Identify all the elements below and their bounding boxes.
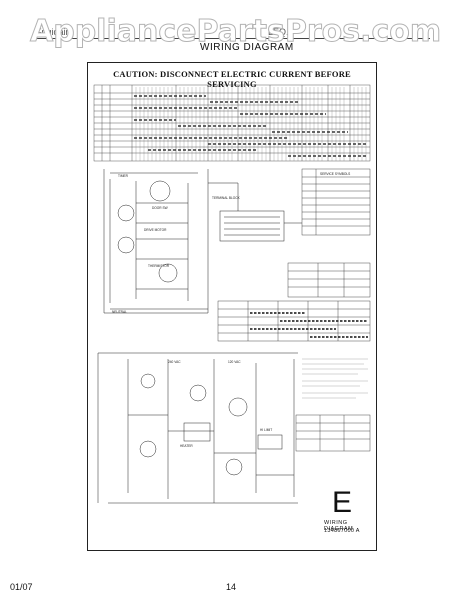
svg-text:DOOR SW: DOOR SW (152, 206, 168, 210)
svg-text:DRIVE MOTOR: DRIVE MOTOR (144, 228, 167, 232)
notes-block (302, 358, 368, 399)
svg-text:TERMINAL BLOCK: TERMINAL BLOCK (212, 196, 241, 200)
diagram-number: 134867000 A (324, 528, 360, 534)
svg-text:120 VAC: 120 VAC (228, 360, 241, 364)
fabric-selector-table (295, 414, 371, 452)
caution-banner: CAUTION: DISCONNECT ELECTRIC CURRENT BEF… (113, 69, 351, 89)
svg-text:NEUTRAL: NEUTRAL (112, 310, 127, 314)
svg-text:HEATER: HEATER (180, 444, 193, 448)
svg-text:THERMISTOR: THERMISTOR (148, 264, 170, 268)
diagram-letter: E (332, 486, 353, 519)
page-title: WIRING DIAGRAM (200, 42, 294, 53)
cycles-table (217, 300, 371, 342)
switch-table (287, 262, 371, 298)
model-label: LEQ... (268, 27, 294, 37)
motor-circuit (103, 169, 209, 314)
wiring-schematic: TIMER DOOR SW DRIVE MOTOR THERMISTOR NEU… (93, 84, 371, 504)
symbol-legend (301, 168, 371, 236)
wiring-diagram-sheet: CAUTION: DISCONNECT ELECTRIC CURRENT BEF… (87, 62, 377, 551)
svg-text:HI LIMIT: HI LIMIT (260, 428, 272, 432)
footer-date: 01/07 (10, 582, 33, 592)
header-rule (36, 38, 430, 39)
svg-text:SERVICE SYMBOLS: SERVICE SYMBOLS (320, 172, 350, 176)
diagram-title: WIRING DIAGRAM (324, 520, 354, 532)
power-circuit (97, 352, 298, 504)
brand-label: Frigidaire (36, 27, 74, 37)
control-block (208, 182, 302, 242)
page-number: 14 (226, 582, 237, 592)
cycle-chart-bars (134, 95, 368, 157)
cycle-chart-ticks (135, 87, 367, 161)
svg-text:240 VAC: 240 VAC (168, 360, 181, 364)
svg-text:TIMER: TIMER (118, 174, 129, 178)
